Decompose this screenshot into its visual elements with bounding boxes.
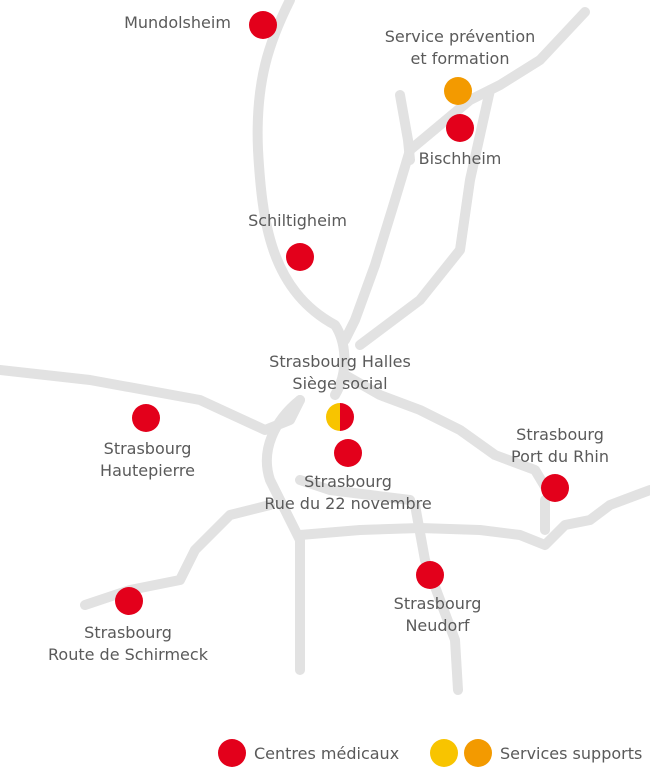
road-east-river	[295, 485, 650, 550]
label-line: Mundolsheim	[124, 13, 231, 32]
label-line: et formation	[410, 49, 510, 68]
label-strasbourg-hautepierre: Strasbourg Hautepierre	[85, 438, 210, 482]
marker-bischheim[interactable]	[446, 114, 474, 142]
label-line: Hautepierre	[100, 461, 195, 480]
label-strasbourg-neudorf: Strasbourg Neudorf	[375, 593, 500, 637]
road-northeast-bischheim	[340, 7, 590, 345]
label-bischheim: Bischheim	[405, 148, 515, 170]
marker-schiltigheim[interactable]	[286, 243, 314, 271]
legend-support-swatch-orange	[464, 739, 492, 767]
label-service-prevention: Service prévention et formation	[370, 26, 550, 70]
road-west	[0, 365, 305, 435]
label-line: Strasbourg	[103, 439, 192, 458]
label-line: Route de Schirmeck	[48, 645, 208, 664]
label-line: Bischheim	[418, 149, 502, 168]
label-line: Schiltigheim	[248, 211, 347, 230]
label-line: Neudorf	[405, 616, 470, 635]
label-line: Port du Rhin	[510, 447, 610, 466]
label-line: Strasbourg	[516, 425, 604, 444]
label-schiltigheim: Schiltigheim	[230, 210, 365, 232]
label-strasbourg-halles: Strasbourg Halles Siège social	[250, 351, 430, 395]
road-neudorf	[410, 500, 463, 695]
road-north-main	[252, 0, 350, 400]
legend-medical: Centres médicaux	[218, 739, 399, 767]
label-line: Service prévention	[384, 27, 536, 46]
label-line: Strasbourg Halles	[269, 352, 411, 371]
label-line: Rue du 22 novembre	[264, 494, 432, 513]
legend-medical-label: Centres médicaux	[254, 743, 400, 763]
marker-strasbourg-port-du-rhin[interactable]	[541, 474, 569, 502]
label-strasbourg-port-du-rhin: Strasbourg Port du Rhin	[495, 424, 625, 468]
label-line: Strasbourg	[393, 594, 482, 613]
road-north-left-fork	[395, 90, 415, 165]
label-mundolsheim: Mundolsheim	[110, 12, 245, 34]
legend-medical-swatch	[218, 739, 246, 767]
marker-strasbourg-halles[interactable]	[326, 403, 354, 431]
road-center-link	[295, 475, 415, 505]
marker-strasbourg-22-novembre[interactable]	[334, 439, 362, 467]
legend-support-label: Services supports	[500, 743, 643, 763]
label-strasbourg-22-novembre: Strasbourg Rue du 22 novembre	[248, 471, 448, 515]
road-southwest	[80, 500, 275, 610]
label-line: Strasbourg	[304, 472, 392, 491]
label-line: Strasbourg	[84, 623, 172, 642]
marker-mundolsheim[interactable]	[249, 11, 277, 39]
marker-service-prevention[interactable]	[444, 77, 472, 105]
legend-support: Services supports	[430, 739, 642, 767]
road-northeast-second	[355, 85, 495, 350]
road-east	[340, 370, 555, 500]
legend-support-swatch-yellow	[430, 739, 458, 767]
marker-strasbourg-schirmeck[interactable]	[115, 587, 143, 615]
label-strasbourg-schirmeck: Strasbourg Route de Schirmeck	[33, 622, 223, 666]
marker-strasbourg-hautepierre[interactable]	[132, 404, 160, 432]
road-ring	[261, 395, 305, 545]
marker-strasbourg-neudorf[interactable]	[416, 561, 444, 589]
label-line: Siège social	[292, 374, 388, 393]
